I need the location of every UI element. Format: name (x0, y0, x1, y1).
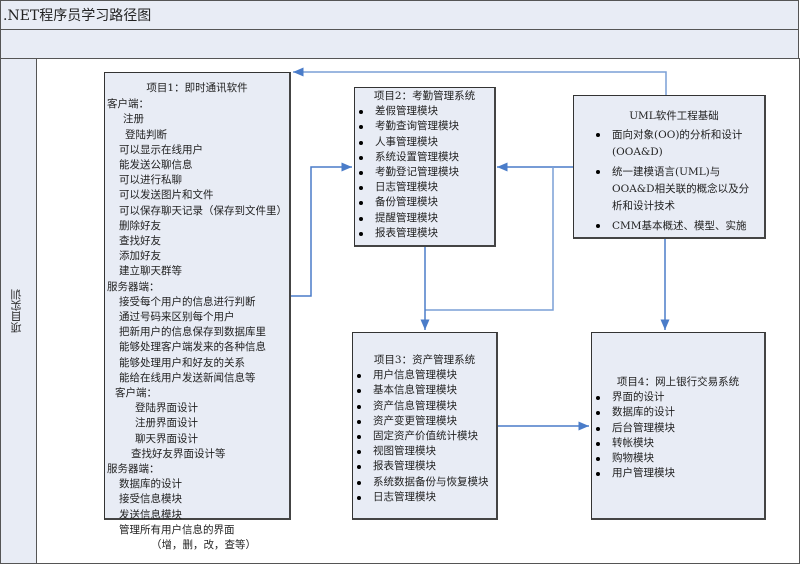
project1-line: 建立聊天群等 (119, 265, 182, 278)
uml-box: UML软件工程基础 面向对象(OO)的分析和设计(OOA&D)统一建模语言(UM… (573, 95, 766, 239)
project1-line: 客户端： (107, 98, 149, 111)
project1-line: 聊天界面设计 (135, 432, 198, 445)
project1-line: 接受信息模块 (119, 493, 182, 506)
project1-line: 接受每个用户的信息进行判断 (119, 295, 256, 308)
project2-item: 报表管理模块 (355, 226, 494, 241)
uml-item: CMM基本概述、模型、实施 (592, 218, 756, 235)
connector-uml-to-project1 (293, 67, 667, 95)
project1-line: 管理所有用户信息的界面 (119, 523, 235, 536)
project1-line: 把新用户的信息保存到数据库里 (119, 326, 266, 339)
project3-title: 项目3：资产管理系统 (373, 354, 476, 366)
project2-item: 差假管理模块 (355, 104, 494, 119)
project4-box: 项目4：网上银行交易系统 界面的设计数据库的设计后台管理模块转帐模块购物模块用户… (591, 332, 766, 520)
project1-line: 查找好友 (119, 235, 161, 248)
project1-line: 数据库的设计 (119, 478, 182, 491)
project1-line: 能给在线用户发送新闻信息等 (119, 371, 256, 384)
uml-item: 统一建模语言(UML)与OOA&D相关联的概念以及分析和设计技术 (592, 164, 756, 215)
project2-item: 考勤查询管理模块 (355, 119, 494, 134)
project4-item: 后台管理模块 (592, 421, 764, 436)
project2-item: 提醒管理模块 (355, 211, 494, 226)
project2-title: 项目2：考勤管理系统 (373, 90, 476, 102)
project3-item: 视图管理模块 (353, 444, 496, 459)
project1-line: 可以显示在线用户 (119, 143, 203, 156)
project3-item: 资产信息管理模块 (353, 399, 496, 414)
project1-line: （增，删，改，查等） (151, 539, 256, 552)
project1-line: 能够处理客户端发来的各种信息 (119, 341, 266, 354)
uml-title: UML软件工程基础 (629, 110, 719, 122)
project1-line: 删除好友 (119, 219, 161, 232)
project1-line: 可以保存聊天记录（保存到文件里） (119, 204, 287, 217)
project1-line: 通过号码来区别每个用户 (119, 311, 235, 324)
project1-line: 客户端： (115, 387, 157, 400)
project4-title: 项目4：网上银行交易系统 (616, 376, 740, 388)
project1-line: 服务器端： (107, 280, 160, 293)
project1-line: 可以发送图片和文件 (119, 189, 214, 202)
project1-line: 服务器端： (107, 463, 160, 476)
project1-title: 项目1：即时通讯软件 (146, 82, 248, 94)
connector-uml-branch (425, 167, 554, 311)
project3-item: 系统数据备份与恢复模块 (353, 475, 496, 490)
project3-item: 日志管理模块 (353, 490, 496, 505)
project4-item: 转帐模块 (592, 436, 764, 451)
project3-item: 资产变更管理模块 (353, 414, 496, 429)
project2-item: 考勤登记管理模块 (355, 165, 494, 180)
uml-item: 面向对象(OO)的分析和设计(OOA&D) (592, 127, 756, 161)
project4-item: 购物模块 (592, 451, 764, 466)
uml-list: 面向对象(OO)的分析和设计(OOA&D)统一建模语言(UML)与OOA&D相关… (592, 127, 756, 235)
project4-item: 用户管理模块 (592, 466, 764, 481)
project1-lines: 客户端： 注册登陆判断可以显示在线用户能发送公聊信息可以进行私聊可以发送图片和文件… (105, 97, 289, 553)
project3-item: 固定资产价值统计模块 (353, 429, 496, 444)
project1-line: 发送信息模块 (119, 508, 182, 521)
project1-line: 能够处理用户和好友的关系 (119, 356, 245, 369)
project1-line: 登陆界面设计 (135, 402, 198, 415)
project2-item: 人事管理模块 (355, 135, 494, 150)
project1-line: 注册 (123, 113, 144, 126)
project1-line: 能发送公聊信息 (119, 159, 193, 172)
project1-line: 可以进行私聊 (119, 174, 182, 187)
connector-project1-to-project2 (291, 162, 352, 297)
project3-box: 项目3：资产管理系统 用户信息管理模块基本信息管理模块资产信息管理模块资产变更管… (352, 332, 498, 520)
project1-line: 登陆判断 (125, 128, 167, 141)
project2-item: 备份管理模块 (355, 195, 494, 210)
diagram-title: .NET程序员学习路径图 (0, 0, 799, 30)
project4-list: 界面的设计数据库的设计后台管理模块转帐模块购物模块用户管理模块 (592, 390, 764, 481)
project1-line: 查找好友界面设计等 (131, 447, 226, 460)
project3-list: 用户信息管理模块基本信息管理模块资产信息管理模块资产变更管理模块固定资产价值统计… (353, 368, 496, 505)
project2-item: 系统设置管理模块 (355, 150, 494, 165)
project3-item: 基本信息管理模块 (353, 383, 496, 398)
project2-item: 日志管理模块 (355, 180, 494, 195)
project1-line: 添加好友 (119, 250, 161, 263)
project3-item: 用户信息管理模块 (353, 368, 496, 383)
project2-list: 差假管理模块考勤查询管理模块人事管理模块系统设置管理模块考勤登记管理模块日志管理… (355, 104, 494, 241)
project4-item: 数据库的设计 (592, 405, 764, 420)
project2-box: 项目2：考勤管理系统 差假管理模块考勤查询管理模块人事管理模块系统设置管理模块考… (354, 87, 496, 247)
project3-item: 报表管理模块 (353, 459, 496, 474)
project4-item: 界面的设计 (592, 390, 764, 405)
project1-box: 项目1：即时通讯软件 客户端： 注册登陆判断可以显示在线用户能发送公聊信息可以进行… (104, 72, 291, 551)
project1-line: 注册界面设计 (135, 417, 198, 430)
